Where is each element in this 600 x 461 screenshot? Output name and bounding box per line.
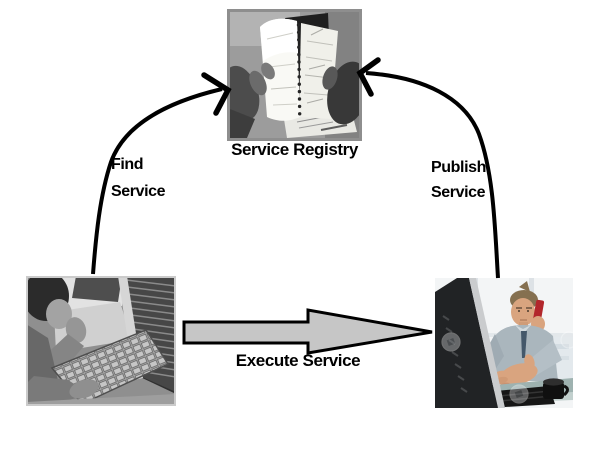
face: [46, 299, 72, 329]
service-provider-photo: [435, 278, 573, 408]
find-service-label: Find Service: [111, 151, 166, 205]
typing-hand: [26, 376, 99, 406]
publish-service-label-line1: Publish: [431, 159, 486, 176]
coffee-mug: [543, 378, 569, 399]
find-service-label-line2: Service: [111, 183, 166, 200]
find-arrowhead-icon: [201, 72, 232, 116]
publish-service-label: Publish Service: [431, 155, 486, 205]
shelf: [72, 276, 122, 302]
service-consumer-photo: [26, 276, 176, 406]
service-registry-label: Service Registry: [231, 140, 358, 159]
flipping-page: [260, 18, 300, 121]
person-at-computer-art: [26, 276, 176, 406]
address-book-photo-art: [227, 9, 362, 141]
publish-arrowhead-icon: [356, 57, 381, 97]
monitor-back: [435, 278, 505, 408]
photo-border: [26, 276, 176, 406]
collar: [515, 325, 531, 334]
find-service-label-line1: Find: [111, 156, 144, 173]
tie: [521, 331, 527, 358]
publish-service-label-line2: Service: [431, 184, 486, 201]
face: [511, 298, 535, 326]
watermark-icons: [441, 331, 573, 404]
left-hand: [227, 62, 275, 121]
businessman-on-phone-art: [435, 278, 573, 408]
execute-service-arrow: [182, 308, 433, 355]
spiral-binding: [296, 23, 302, 116]
service-registry-photo: [227, 9, 362, 141]
execute-service-label: Execute Service: [235, 351, 361, 370]
